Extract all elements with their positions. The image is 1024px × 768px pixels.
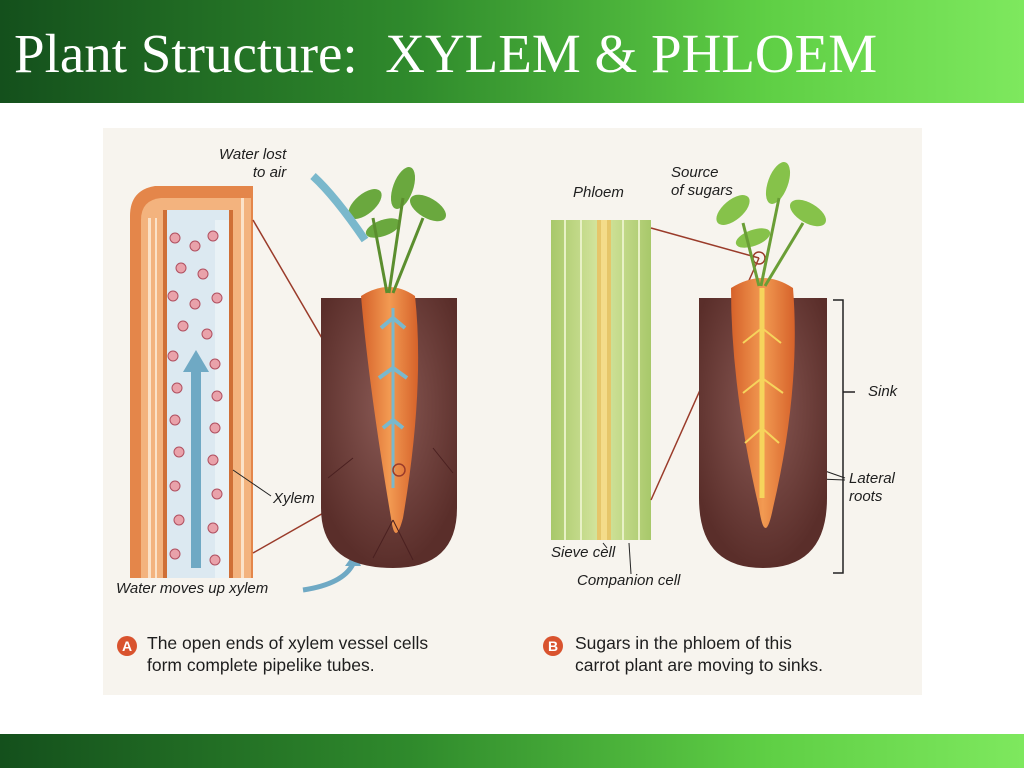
label-source-of-sugars: Source of sugars bbox=[671, 164, 733, 199]
label-water-moves-up-xylem: Water moves up xylem bbox=[116, 580, 269, 597]
label-phloem: Phloem bbox=[573, 184, 624, 201]
caption-badge-a: A bbox=[117, 636, 137, 656]
xylem-vessel-section bbox=[130, 186, 253, 578]
carrot-xylem-illustration bbox=[310, 167, 457, 568]
caption-a: The open ends of xylem vessel cells form… bbox=[147, 632, 428, 676]
figure-illustration bbox=[130, 162, 855, 593]
carrot-phloem-illustration bbox=[699, 162, 827, 568]
caption-b: Sugars in the phloem of this carrot plan… bbox=[575, 632, 823, 676]
footer-bar bbox=[0, 734, 1024, 768]
phloem-section bbox=[551, 220, 651, 540]
caption-a-line-2: form complete pipelike tubes. bbox=[147, 655, 375, 675]
caption-badge-b: B bbox=[543, 636, 563, 656]
label-sink: Sink bbox=[868, 383, 898, 400]
label-sieve-cell: Sieve cell bbox=[551, 544, 616, 561]
title-bar: Plant Structure: XYLEM & PHLOEM bbox=[0, 0, 1024, 103]
label-lateral-roots: Lateral roots bbox=[849, 470, 895, 505]
label-companion-cell: Companion cell bbox=[577, 572, 681, 589]
label-xylem: Xylem bbox=[273, 490, 315, 507]
xylem-phloem-figure: Water lost to air Xylem Water moves up x… bbox=[103, 128, 922, 695]
caption-b-line-1: Sugars in the phloem of this bbox=[575, 633, 792, 653]
caption-b-line-2: carrot plant are moving to sinks. bbox=[575, 655, 824, 675]
page-title: Plant Structure: XYLEM & PHLOEM bbox=[14, 23, 878, 84]
caption-a-line-1: The open ends of xylem vessel cells bbox=[147, 633, 429, 653]
label-water-lost-to-air: Water lost to air bbox=[219, 146, 287, 181]
